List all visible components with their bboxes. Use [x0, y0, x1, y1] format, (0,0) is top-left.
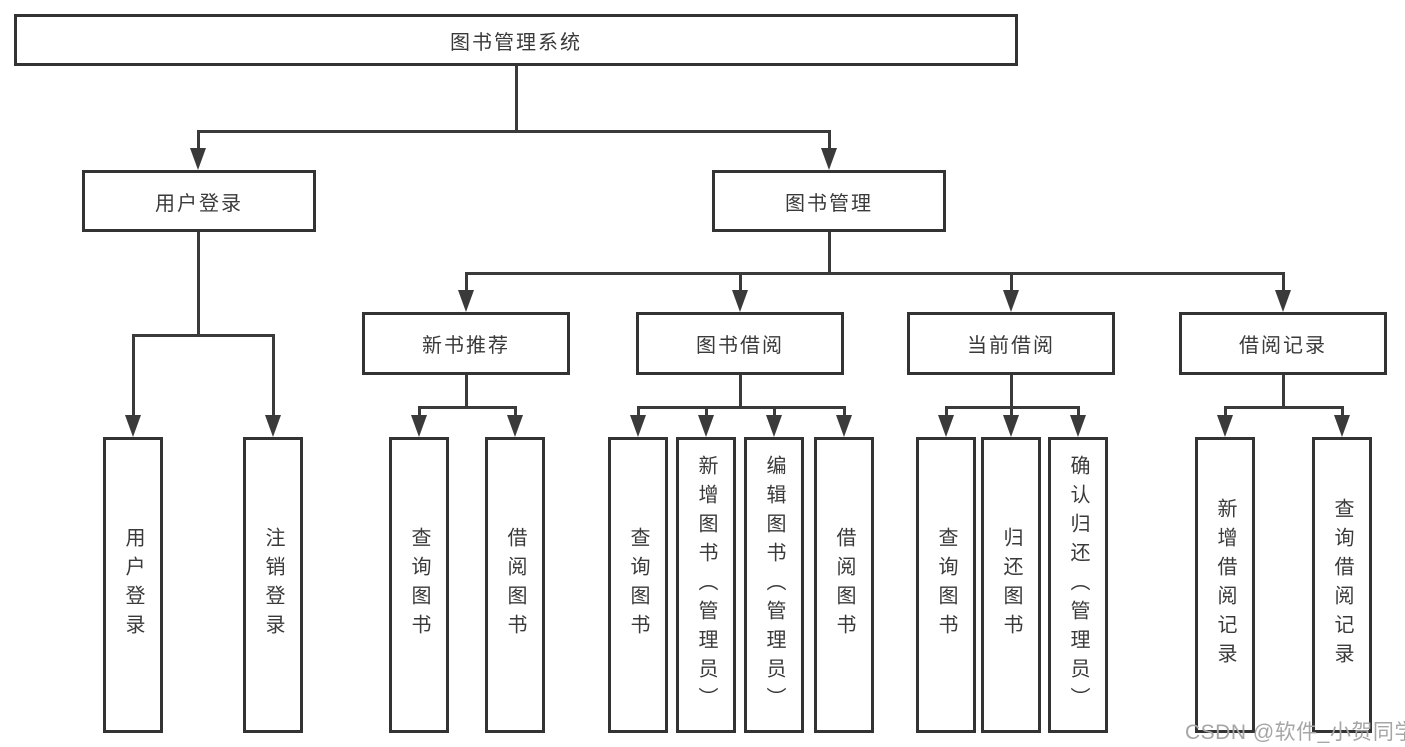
node-borrow-records: 借阅记录 — [1179, 312, 1387, 375]
connector-line — [418, 406, 517, 409]
leaf-label: 新增图书（管理员） — [695, 454, 717, 716]
leaf-label: 查询图书 — [935, 527, 957, 643]
arrow-down-icon — [836, 415, 852, 437]
connector-line — [197, 130, 831, 133]
arrow-down-icon — [766, 415, 782, 437]
connector-line — [1010, 272, 1013, 292]
node-root-label: 图书管理系统 — [450, 31, 582, 54]
arrow-down-icon — [507, 415, 523, 437]
arrow-down-icon — [411, 415, 427, 437]
leaf-node-confirm-return-admin: 确认归还（管理员） — [1048, 437, 1108, 733]
connector-line — [132, 334, 275, 337]
connector-line — [1010, 406, 1013, 417]
connector-line — [945, 406, 948, 417]
arrow-down-icon — [190, 148, 206, 170]
connector-line — [1077, 406, 1080, 417]
leaf-node-add-books-admin: 新增图书（管理员） — [676, 437, 736, 733]
connector-line — [773, 406, 776, 417]
arrow-down-icon — [1070, 415, 1086, 437]
connector-line — [1224, 406, 1227, 417]
node-label: 新书推荐 — [422, 335, 510, 357]
leaf-label: 查询图书 — [408, 527, 430, 643]
connector-line — [739, 375, 742, 408]
arrow-down-icon — [1003, 415, 1019, 437]
connector-line — [465, 272, 1285, 275]
connector-line — [272, 334, 275, 417]
leaf-node-borrow-books-1: 借阅图书 — [485, 437, 545, 733]
arrow-down-icon — [1217, 415, 1233, 437]
connector-line — [705, 406, 708, 417]
node-new-book-recommend: 新书推荐 — [362, 312, 570, 375]
arrow-down-icon — [938, 415, 954, 437]
node-label: 当前借阅 — [967, 335, 1055, 357]
connector-line — [828, 130, 831, 150]
arrow-down-icon — [1334, 415, 1350, 437]
leaf-label: 借阅图书 — [833, 527, 855, 643]
arrow-down-icon — [1003, 290, 1019, 312]
connector-line — [1224, 406, 1344, 409]
node-book-management: 图书管理 — [712, 170, 946, 232]
connector-line — [1282, 375, 1285, 408]
connector-line — [1010, 375, 1013, 408]
leaf-label: 注销登录 — [262, 527, 284, 643]
leaf-node-logout: 注销登录 — [243, 437, 303, 733]
connector-line — [197, 130, 200, 150]
leaf-label: 查询图书 — [627, 527, 649, 643]
csdn-watermark: CSDN @软件_小贺同学 — [1185, 721, 1405, 744]
leaf-node-add-borrow-record: 新增借阅记录 — [1195, 437, 1255, 733]
node-current-borrow: 当前借阅 — [907, 312, 1115, 375]
connector-line — [515, 66, 518, 130]
connector-line — [465, 272, 468, 292]
leaf-label: 用户登录 — [122, 527, 144, 643]
node-root: 图书管理系统 — [14, 14, 1018, 66]
arrow-down-icon — [1275, 290, 1291, 312]
arrow-down-icon — [630, 415, 646, 437]
connector-line — [514, 406, 517, 417]
leaf-node-borrow-books-2: 借阅图书 — [814, 437, 874, 733]
connector-line — [1341, 406, 1344, 417]
connector-line — [843, 406, 846, 417]
connector-line — [197, 232, 200, 336]
leaf-node-query-books-1: 查询图书 — [389, 437, 449, 733]
leaf-label: 确认归还（管理员） — [1067, 454, 1089, 716]
connector-line — [465, 375, 468, 408]
node-label: 借阅记录 — [1239, 335, 1327, 357]
connector-line — [1282, 272, 1285, 292]
node-label: 用户登录 — [155, 192, 243, 215]
arrow-down-icon — [458, 290, 474, 312]
connector-line — [132, 334, 135, 417]
connector-line — [828, 232, 831, 274]
leaf-node-query-borrow-record: 查询借阅记录 — [1312, 437, 1372, 733]
arrow-down-icon — [265, 415, 281, 437]
arrow-down-icon — [125, 415, 141, 437]
leaf-node-user-login: 用户登录 — [103, 437, 163, 733]
arrow-down-icon — [821, 148, 837, 170]
connector-line — [637, 406, 640, 417]
leaf-node-query-books-3: 查询图书 — [916, 437, 976, 733]
node-book-borrow: 图书借阅 — [636, 312, 844, 375]
leaf-node-return-books: 归还图书 — [981, 437, 1041, 733]
leaf-label: 新增借阅记录 — [1214, 498, 1236, 672]
arrow-down-icon — [698, 415, 714, 437]
connector-line — [637, 406, 846, 409]
node-label: 图书管理 — [785, 192, 873, 215]
leaf-label: 查询借阅记录 — [1331, 498, 1353, 672]
node-user-login: 用户登录 — [82, 170, 316, 232]
connector-line — [739, 272, 742, 292]
arrow-down-icon — [732, 290, 748, 312]
leaf-label: 归还图书 — [1000, 527, 1022, 643]
connector-line — [418, 406, 421, 417]
leaf-label: 编辑图书（管理员） — [763, 454, 785, 716]
leaf-node-edit-books-admin: 编辑图书（管理员） — [744, 437, 804, 733]
leaf-node-query-books-2: 查询图书 — [608, 437, 668, 733]
leaf-label: 借阅图书 — [504, 527, 526, 643]
node-label: 图书借阅 — [696, 335, 784, 357]
